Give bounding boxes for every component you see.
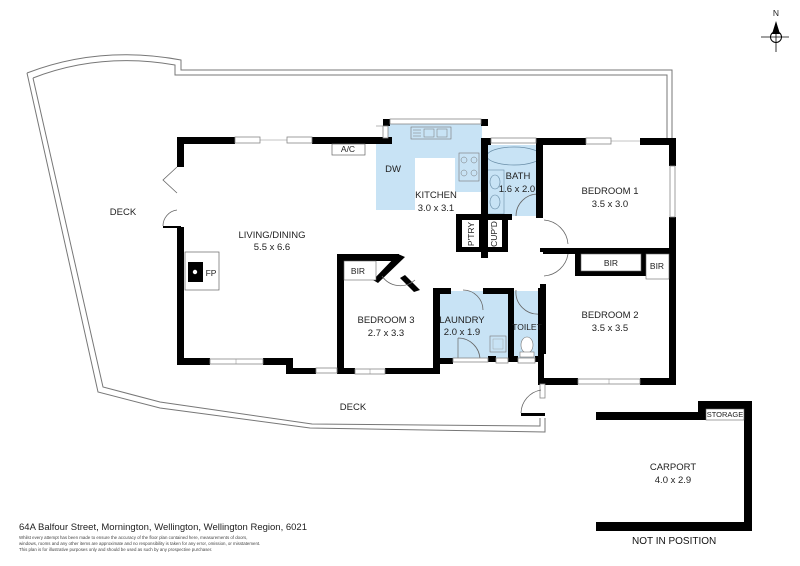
cupboard-label: CUP'D: [489, 221, 499, 247]
room-size-carport: 4.0 x 2.9: [655, 475, 691, 486]
disclaimer-line: This plan is for illustrative purposes o…: [19, 546, 213, 552]
ac-label: A/C: [341, 144, 355, 154]
room-name-kitchen: KITCHEN: [415, 190, 457, 201]
carport: [596, 401, 752, 531]
windows: [209, 118, 676, 399]
bath-area: [486, 145, 542, 216]
disclaimer-line: Whilst every attempt has been made to en…: [19, 535, 248, 540]
toilet-icon: [520, 336, 534, 354]
basin-icon: [489, 194, 501, 210]
not-in-position-note: NOT IN POSITION: [632, 536, 717, 547]
room-name-bedroom2: BEDROOM 2: [581, 310, 638, 321]
property-address: 64A Balfour Street, Mornington, Wellingt…: [19, 522, 307, 533]
disclaimer: Whilst every attempt has been made to en…: [19, 535, 339, 552]
laundry-area: [438, 291, 510, 361]
room-size-bedroom2: 3.5 x 3.5: [592, 323, 628, 334]
kitchen-bench: [376, 138, 481, 210]
deck-label-south: DECK: [340, 402, 367, 413]
room-name-bath: BATH: [506, 171, 531, 182]
wet-areas: [376, 123, 542, 361]
room-name-bedroom1: BEDROOM 1: [581, 186, 638, 197]
cooktop-icon: [458, 152, 480, 182]
room-size-living: 5.5 x 6.6: [254, 242, 290, 253]
pantry-label: P'TRY: [466, 222, 476, 246]
room-name-bedroom3: BEDROOM 3: [357, 315, 414, 326]
room-name-toilet: TOILET: [512, 322, 542, 332]
deck-label-west: DECK: [110, 207, 137, 218]
deck-outline: [26, 54, 673, 433]
fixture-boxes: [184, 143, 670, 291]
bir-label-bedroom1b: BIR: [650, 261, 664, 271]
north-arrow-icon: [761, 21, 789, 52]
room-name-laundry: LAUNDRY: [439, 315, 485, 326]
room-size-bedroom3: 2.7 x 3.3: [368, 328, 404, 339]
tub-icon: [489, 335, 507, 353]
bir-label-bedroom3: BIR: [351, 266, 365, 276]
sink-icon: [410, 126, 452, 140]
compass-label: N: [773, 8, 779, 18]
room-size-bedroom1: 3.5 x 3.0: [592, 199, 628, 210]
room-size-bath: 1.6 x 2.0: [499, 184, 535, 195]
fireplace-label: FP: [206, 268, 217, 278]
ac-unit: [331, 143, 366, 156]
bir-label-bedroom1a: BIR: [604, 258, 618, 268]
laundry-fixtures: [457, 289, 541, 361]
door-swings: [162, 166, 569, 414]
room-name-living: LIVING/DINING: [238, 230, 305, 241]
storage-label: STORAGE: [707, 410, 744, 419]
walls: [163, 119, 676, 416]
basin-icon: [489, 174, 501, 190]
disclaimer-line: windows, rooms and any other items are a…: [19, 540, 261, 546]
room-name-carport: CARPORT: [650, 462, 696, 473]
room-size-kitchen: 3.0 x 3.1: [418, 203, 454, 214]
dishwasher-label: DW: [385, 164, 401, 175]
room-size-laundry: 2.0 x 1.9: [444, 327, 480, 338]
